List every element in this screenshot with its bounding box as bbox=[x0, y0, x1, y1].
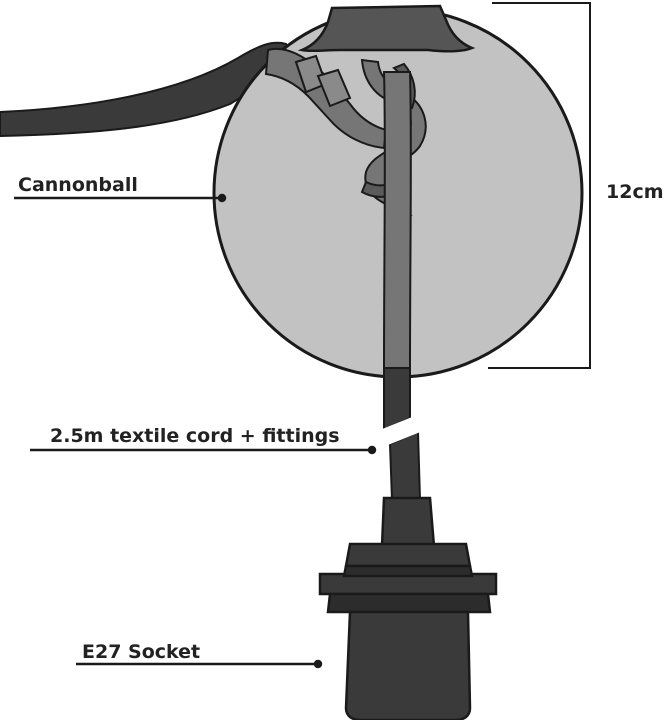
ceiling-rose bbox=[297, 4, 476, 53]
cord-label: 2.5m textile cord + fittings bbox=[50, 425, 340, 447]
e27-socket bbox=[318, 542, 498, 720]
cord-inside-sphere bbox=[382, 71, 412, 371]
cannonball-label: Cannonball bbox=[18, 174, 138, 196]
dimension-bracket bbox=[488, 2, 591, 369]
dimension-label: 12cm bbox=[606, 181, 664, 203]
cord-break-mark bbox=[379, 414, 421, 448]
socket-label: E27 Socket bbox=[82, 641, 201, 663]
cord-grip-fitting bbox=[264, 47, 388, 150]
socket-neck bbox=[380, 496, 436, 548]
leader-lines bbox=[14, 193, 377, 669]
